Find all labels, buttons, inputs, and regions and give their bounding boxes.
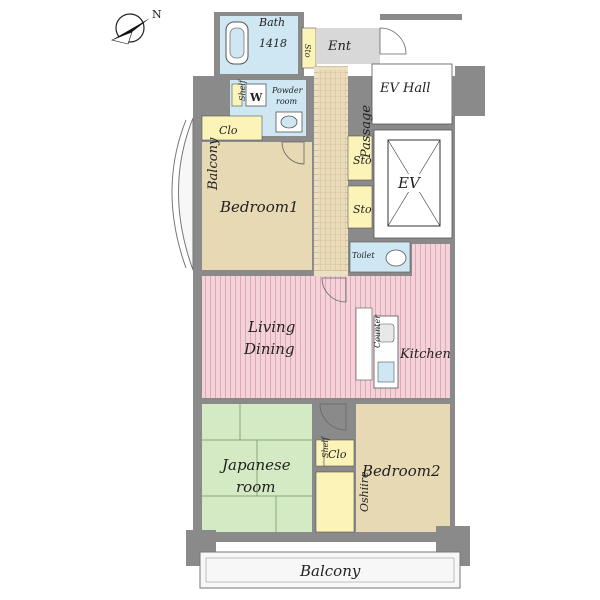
compass-needle-icon: [112, 18, 150, 40]
kitchen-sink-icon: [377, 361, 395, 383]
closet-2: [323, 439, 355, 467]
entrance: [316, 28, 380, 64]
corridor-wall: [380, 14, 462, 20]
stove-icon: [377, 323, 395, 343]
label-living: Living: [247, 318, 295, 336]
label-sto-2: Sto: [353, 203, 372, 216]
entry-door-swing: [379, 27, 407, 55]
label-sto-small: Sto: [303, 44, 312, 58]
label-bath-size: 1418: [259, 37, 287, 50]
storage-1: [347, 135, 373, 181]
label-passage: Passage: [359, 105, 374, 159]
bedroom1-door-swing: [281, 141, 305, 165]
label-ev-hall: EV Hall: [379, 81, 430, 96]
label-ev: EV: [397, 174, 422, 192]
closet-top: [201, 115, 263, 141]
label-sto-1: Sto: [353, 154, 372, 167]
column-tr: [455, 66, 485, 116]
label-shelf: Shelf: [238, 78, 247, 101]
washer-icon: [245, 83, 267, 107]
label-japanese-1: Japanese: [219, 456, 291, 474]
side-balcony: [178, 117, 194, 271]
label-powder-2: room: [276, 97, 297, 106]
label-shelf-2: Shelf: [321, 435, 330, 458]
label-clo-top: Clo: [219, 124, 238, 137]
bedroom1: [202, 142, 312, 270]
label-washer: W: [249, 91, 263, 104]
label-dining: Dining: [243, 340, 295, 358]
compass: N: [111, 8, 162, 45]
living-door-swing: [321, 277, 347, 303]
label-powder-1: Powder: [271, 86, 304, 95]
label-japanese-2: room: [236, 478, 275, 496]
label-oshiire: Oshiire: [358, 471, 371, 512]
label-clo-2: Clo: [328, 448, 347, 461]
label-toilet: Toilet: [352, 251, 375, 260]
ev-hall: [371, 63, 453, 125]
bedroom2: [356, 404, 450, 532]
label-balcony-bottom: Balcony: [299, 562, 361, 580]
counter: [355, 307, 373, 381]
shelf-small: [231, 83, 243, 107]
label-bath: Bath: [258, 16, 285, 29]
compass-ring: [115, 13, 145, 43]
compass-north-label: N: [152, 8, 162, 21]
label-bedroom1: Bedroom1: [219, 198, 299, 216]
living-dining-kitchen: [202, 276, 450, 398]
label-counter: Counter: [373, 314, 382, 348]
storage-2: [347, 185, 373, 229]
label-kitchen: Kitchen: [399, 347, 451, 362]
toilet-icon: [385, 249, 407, 267]
label-balcony-side: Balcony: [206, 137, 221, 191]
bedroom2-door-swing: [319, 403, 347, 431]
label-bedroom2: Bedroom2: [361, 462, 441, 480]
oshiire: [315, 471, 355, 533]
label-ent: Ent: [327, 39, 352, 54]
